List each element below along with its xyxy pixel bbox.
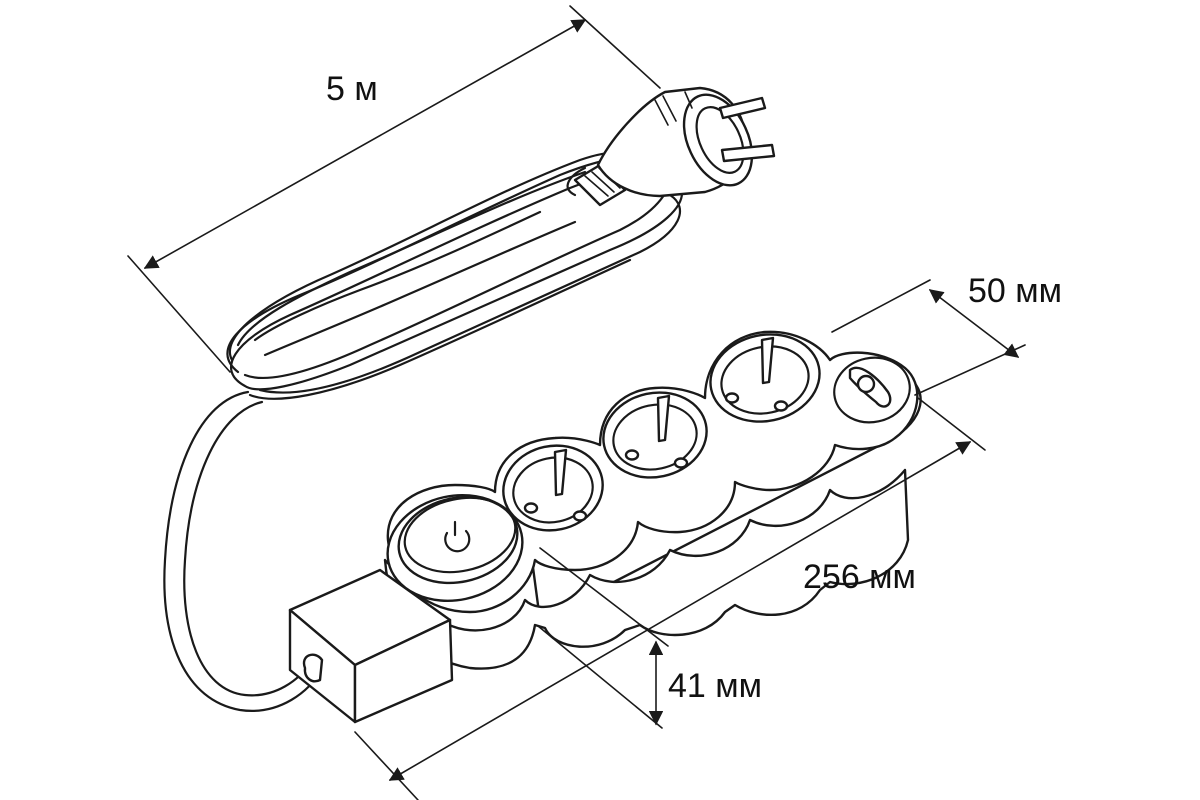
label-socket-pitch: 50 мм — [968, 272, 1062, 310]
power-strip-body — [288, 330, 922, 724]
dimension-total-length — [354, 397, 986, 800]
euro-plug-icon — [566, 86, 776, 207]
label-height: 41 мм — [668, 667, 762, 705]
label-cable-length: 5 м — [326, 70, 378, 108]
wall-mount-slot — [833, 356, 911, 424]
socket-3 — [709, 333, 821, 423]
label-total-length: 256 мм — [803, 558, 916, 596]
dimension-cable-length — [127, 5, 661, 373]
dimension-socket-pitch — [831, 279, 1026, 396]
dimension-height — [537, 547, 669, 729]
